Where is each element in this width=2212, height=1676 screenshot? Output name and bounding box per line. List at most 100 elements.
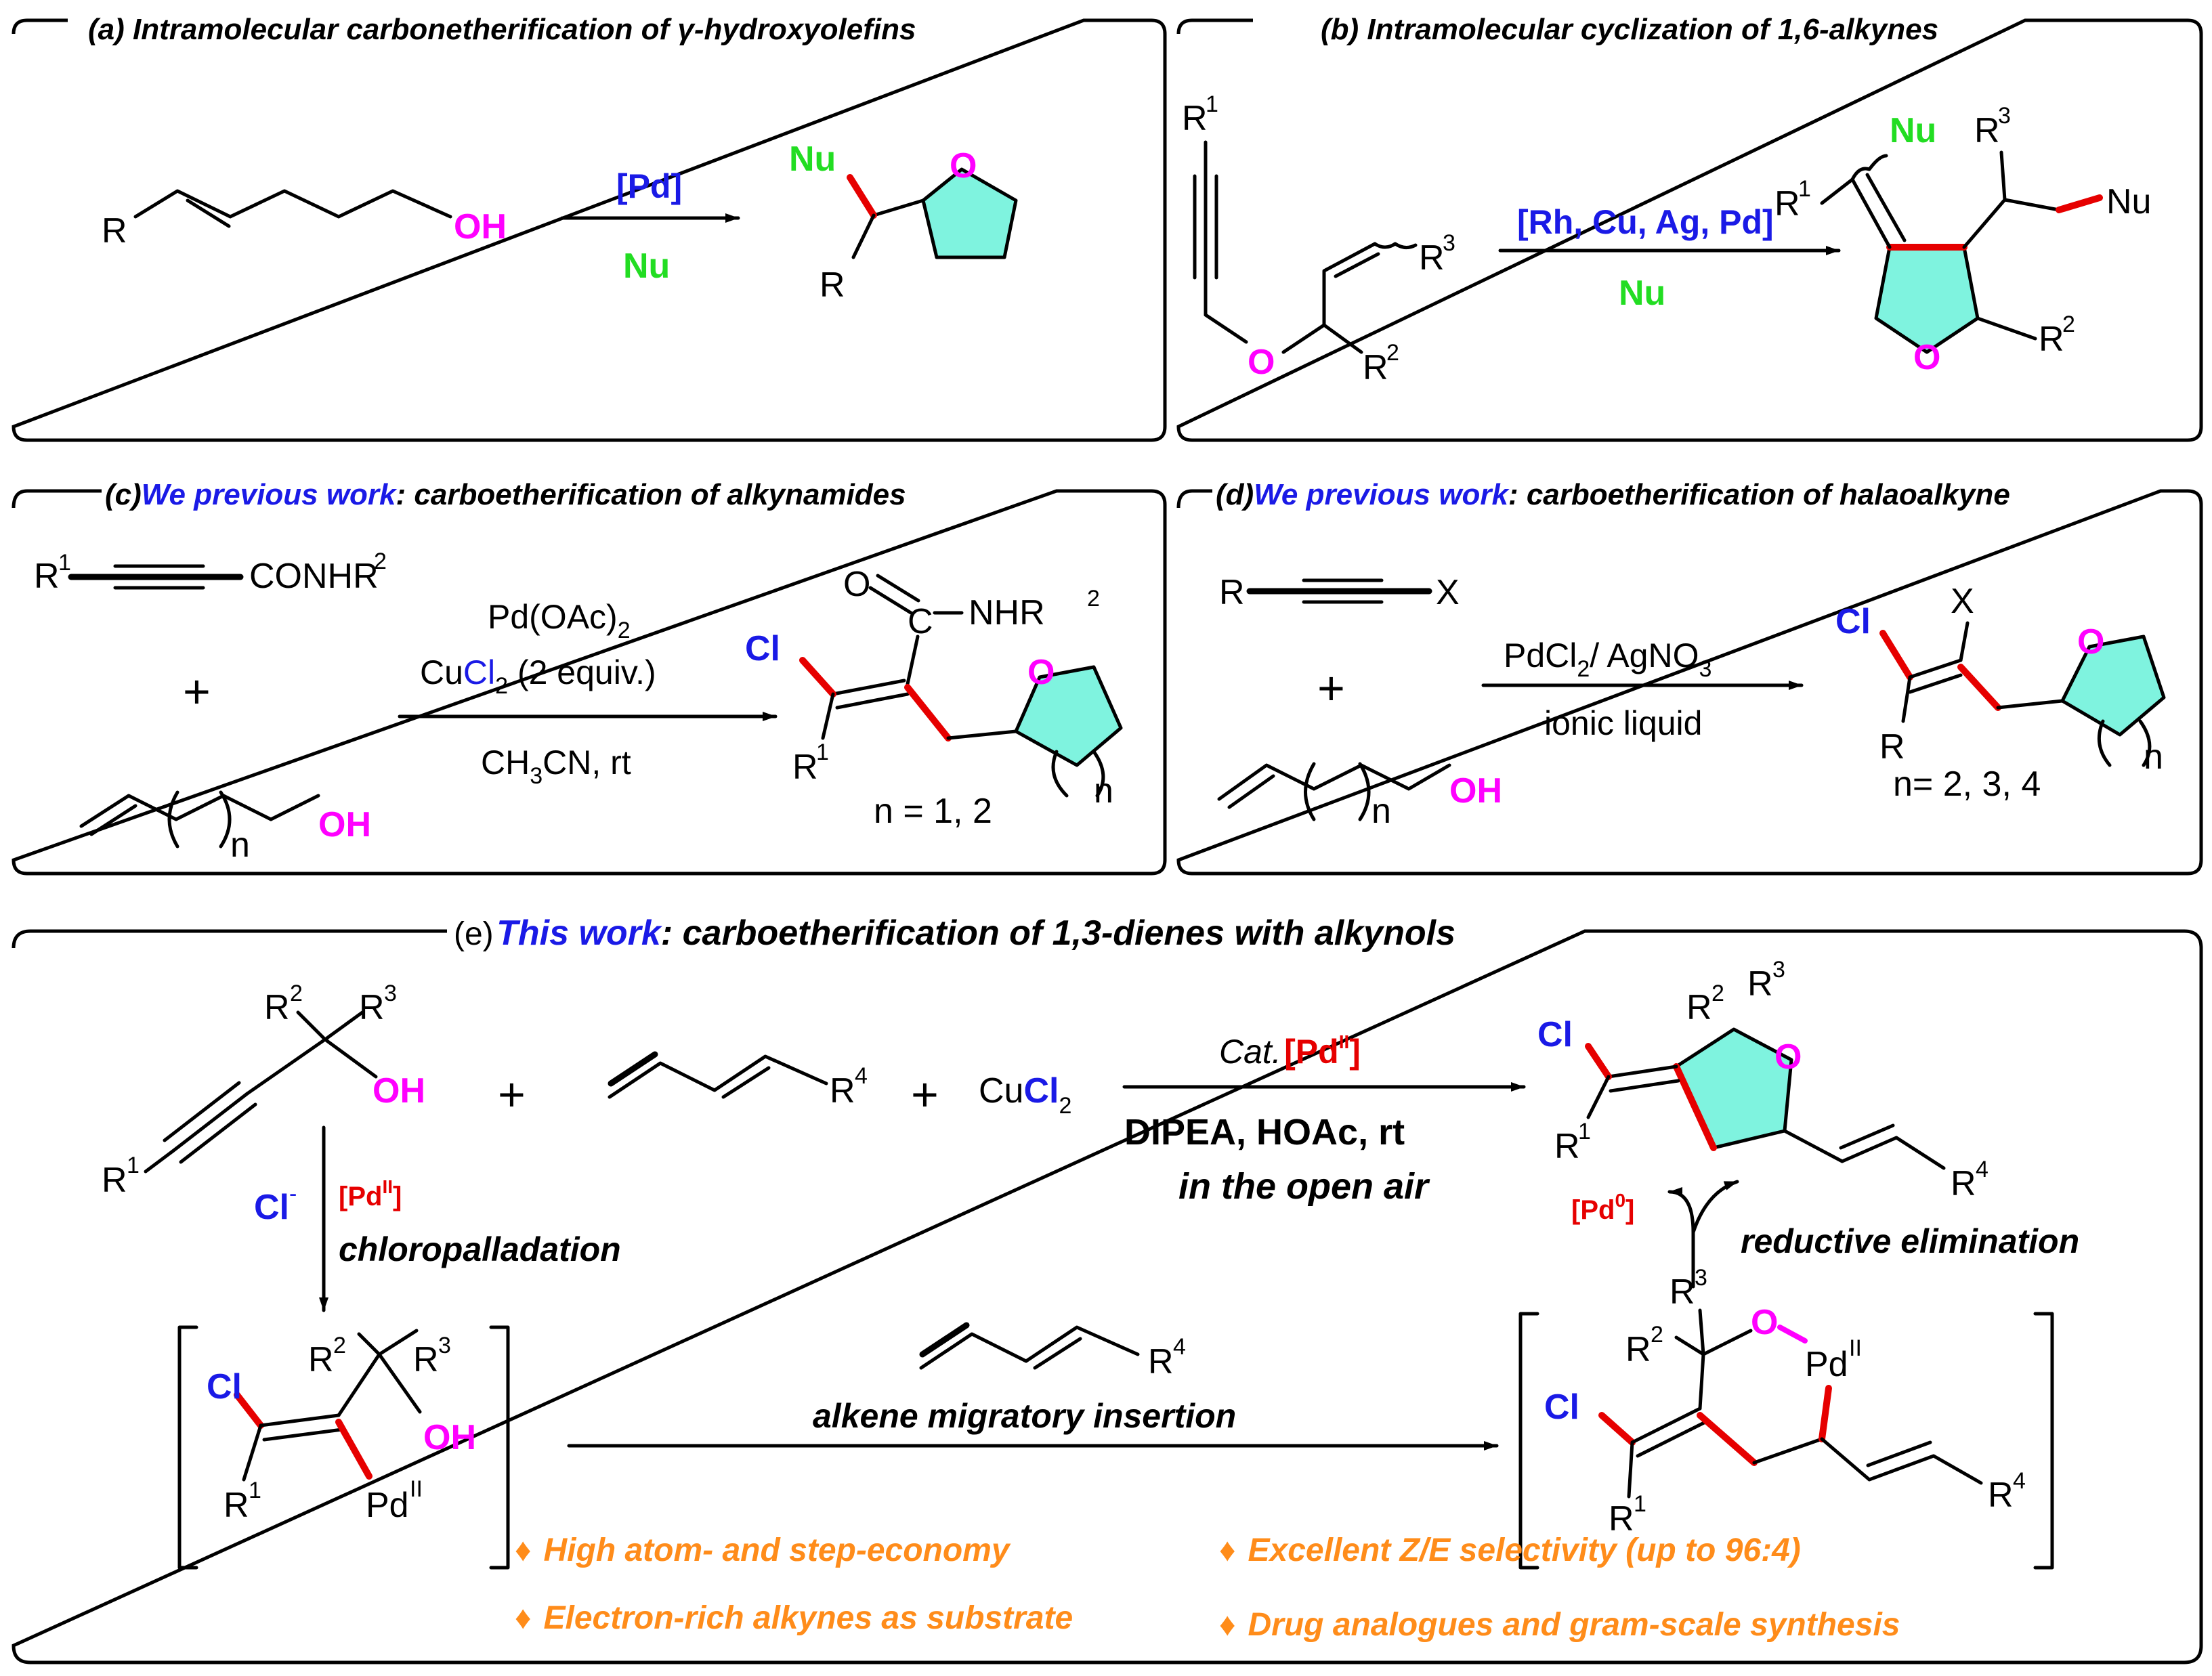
panel-e-title: (e) This work: carboetherification of 1,…: [454, 914, 1455, 953]
panel-c: (c)We previous work: carboetherification…: [12, 478, 1167, 876]
step-chloride: Cl-: [254, 1181, 297, 1227]
panel-d: (d)We previous work: carboetherification…: [1176, 478, 2203, 876]
thf-ring-d: [2060, 635, 2166, 737]
plus-c: +: [183, 665, 211, 718]
svg-text:R: R: [1774, 184, 1800, 223]
svg-text:R: R: [224, 1486, 249, 1525]
plus-d: +: [1317, 662, 1345, 714]
svg-text:R: R: [359, 988, 385, 1027]
svg-text:Pd: Pd: [1805, 1345, 1848, 1384]
svg-text:2: 2: [290, 981, 303, 1006]
svg-text:n: n: [2144, 737, 2163, 777]
reagent-pdoac: Pd(OAc)2: [488, 598, 631, 643]
svg-text:3: 3: [1772, 957, 1785, 983]
panel-d-alkyne: R X: [1219, 573, 1460, 612]
svg-text:2: 2: [2062, 311, 2075, 337]
reagent-metals: [Rh, Cu, Ag, Pd]: [1517, 203, 1774, 241]
feature-item: ♦Electron-rich alkynes as substrate: [515, 1600, 1073, 1636]
feature-item: ♦High atom- and step-economy: [515, 1532, 1011, 1568]
svg-text:Nu: Nu: [2106, 182, 2151, 221]
panel-b-reactant: R 1 O R 3 R 2: [1182, 91, 1455, 387]
panel-c-alkyne: R 1 CONHR 2: [34, 549, 387, 596]
step-chloropalladation: chloropalladation: [339, 1230, 621, 1268]
alkynol: R 1 R 2 R 3 OH: [102, 981, 425, 1200]
svg-text:NHR: NHR: [969, 593, 1045, 632]
panel-a-title: (a) Intramolecular carbonetherification …: [88, 13, 916, 46]
svg-text:2: 2: [333, 1333, 346, 1358]
svg-text:Pd: Pd: [366, 1486, 409, 1525]
panel-a-product: Nu R O: [789, 139, 1018, 305]
svg-text:R: R: [792, 748, 818, 787]
svg-text:R: R: [1419, 238, 1445, 278]
reagent-ionic-liquid: ionic liquid: [1544, 704, 1702, 742]
svg-text:Cl: Cl: [1537, 1015, 1573, 1054]
step-reductive-elimination: reductive elimination: [1741, 1222, 2079, 1260]
svg-text:2: 2: [1711, 981, 1724, 1006]
svg-text:Cl: Cl: [1544, 1388, 1579, 1427]
step-alkene-migratory-insertion: alkene migratory insertion: [813, 1397, 1236, 1435]
panel-c-title: (c)We previous work: carboetherification…: [105, 478, 906, 511]
svg-text:OH: OH: [373, 1071, 425, 1111]
svg-text:R: R: [1988, 1476, 2014, 1515]
reagent-nu-b: Nu: [1619, 274, 1665, 313]
svg-text:II: II: [410, 1476, 423, 1502]
svg-text:3: 3: [1998, 103, 2011, 129]
svg-text:C: C: [908, 602, 933, 641]
thf-ring: [921, 167, 1018, 259]
svg-text:Nu: Nu: [1890, 111, 1936, 150]
panel-e: (e) This work: carboetherification of 1,…: [12, 914, 2203, 1664]
svg-text:1: 1: [1634, 1491, 1646, 1517]
svg-text:1: 1: [127, 1153, 140, 1178]
svg-text:OH: OH: [423, 1418, 476, 1457]
svg-text:O: O: [2077, 622, 2104, 662]
thf-ring-c: [1014, 665, 1123, 767]
svg-text:n: n: [230, 825, 250, 865]
reagent-pdcl2-agno3: PdCl2/ AgNO3: [1504, 637, 1711, 682]
svg-text:3: 3: [1695, 1265, 1707, 1291]
feature-item: ♦Drug analogues and gram-scale synthesis: [1219, 1607, 1900, 1643]
svg-text:R: R: [2039, 320, 2064, 359]
svg-text:OH: OH: [318, 805, 371, 844]
pd0-label: [Pd0]: [1571, 1190, 1634, 1225]
svg-text:1: 1: [249, 1478, 261, 1503]
hydroxyl-label: OH: [454, 207, 507, 246]
svg-text:1: 1: [1206, 91, 1218, 117]
svg-text:4: 4: [1173, 1334, 1186, 1360]
arrow-to-product: [1691, 1180, 1739, 1234]
svg-text:O: O: [1774, 1037, 1802, 1077]
svg-text:O: O: [1913, 338, 1940, 377]
svg-text:1: 1: [1798, 176, 1811, 202]
svg-text:R: R: [1879, 727, 1905, 767]
reagent-solvent: CH3CN, rt: [481, 744, 631, 789]
svg-text:1: 1: [1578, 1119, 1591, 1144]
panel-a: (a) Intramolecular carbonetherification …: [12, 13, 1167, 442]
svg-text:O: O: [1027, 653, 1055, 692]
svg-text:X: X: [1951, 582, 1974, 621]
feature-item: ♦Excellent Z/E selectivity (up to 96:4): [1219, 1532, 1801, 1568]
svg-text:O: O: [950, 146, 977, 186]
condition-atmosphere: in the open air: [1178, 1166, 1430, 1207]
svg-text:R: R: [1669, 1272, 1695, 1312]
thf-ring-b: [1874, 245, 1980, 354]
final-product: O Cl R 1 R 2 R 3 R 4: [1537, 957, 1988, 1203]
svg-text:R: R: [102, 1161, 127, 1200]
panel-b: (b) Intramolecular cyclization of 1,6-al…: [1176, 13, 2203, 442]
svg-text:R: R: [1363, 348, 1388, 387]
svg-text:3: 3: [438, 1333, 451, 1358]
svg-text:R: R: [102, 211, 127, 251]
svg-text:4: 4: [2013, 1468, 2026, 1494]
panel-b-title: (b) Intramolecular cyclization of 1,6-al…: [1321, 13, 1938, 46]
panel-d-alcohol: n OH: [1217, 762, 1502, 831]
svg-text:1: 1: [58, 550, 71, 576]
svg-text:O: O: [1248, 343, 1275, 382]
svg-text:2: 2: [374, 549, 387, 574]
panel-c-product: O C NHR 2 Cl R 1 O n n = 1, 2: [745, 565, 1123, 831]
svg-text:O: O: [843, 565, 870, 604]
svg-text:2: 2: [1386, 340, 1399, 366]
svg-text:R: R: [820, 265, 845, 305]
feature-list: ♦High atom- and step-economy ♦Electron-r…: [515, 1532, 1900, 1643]
svg-text:R: R: [1974, 111, 2000, 150]
svg-text:4: 4: [1976, 1157, 1988, 1182]
svg-text:R: R: [1625, 1330, 1651, 1369]
